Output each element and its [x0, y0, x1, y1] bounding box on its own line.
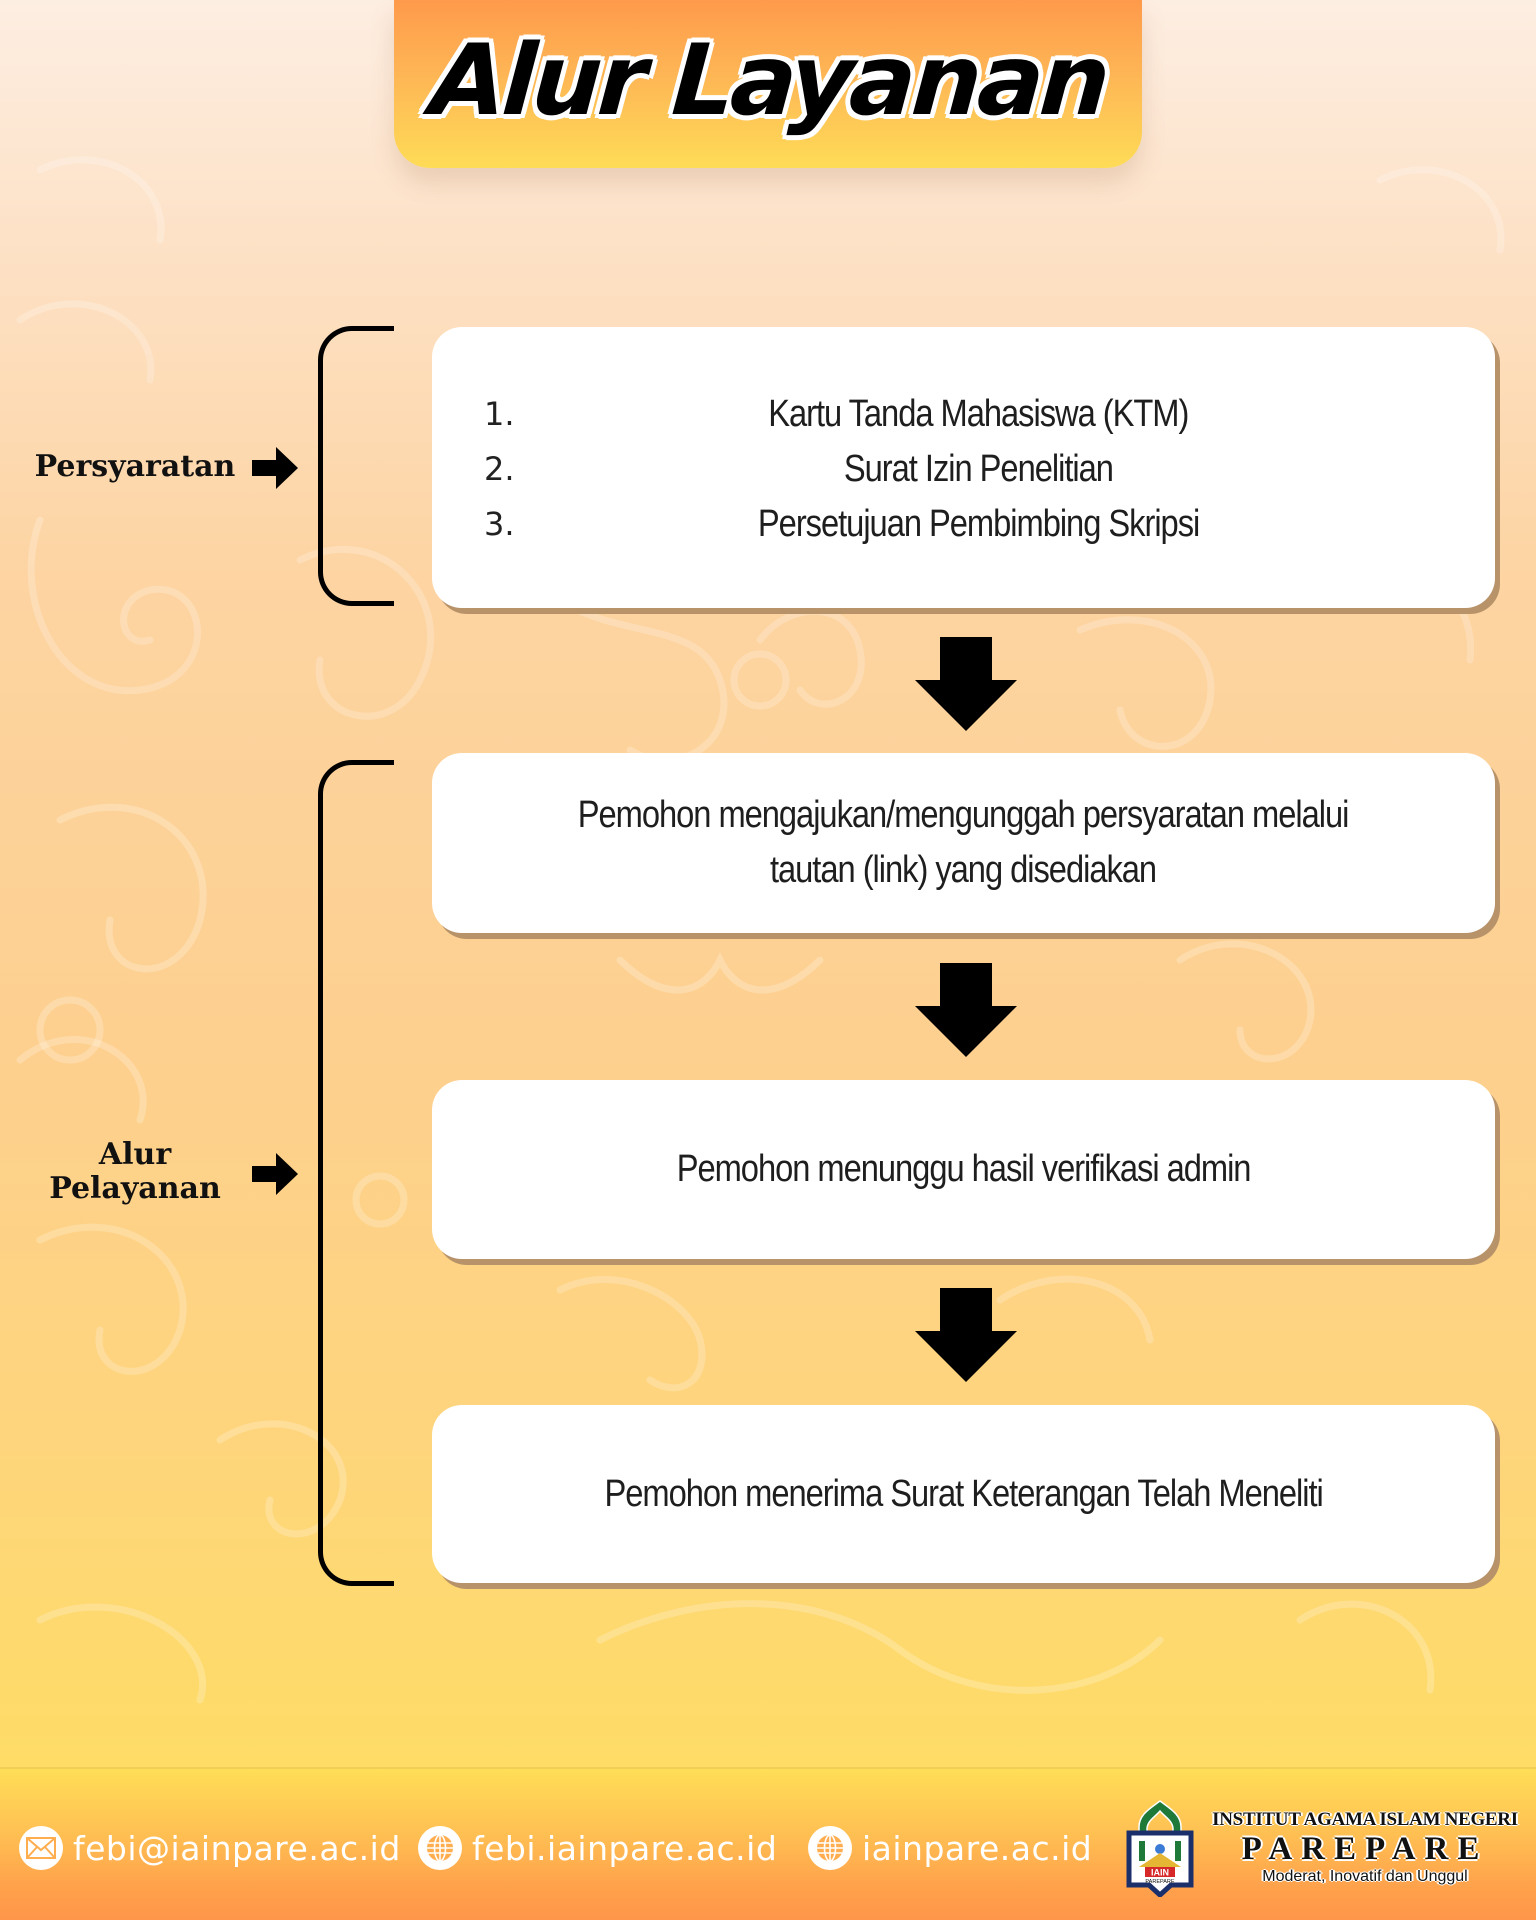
list-item: 2. Surat Izin Penelitian — [432, 442, 1495, 497]
service-flow-label-line2: Pelayanan — [49, 1171, 221, 1206]
down-arrow-icon — [915, 1288, 1017, 1382]
requirements-label: Persyaratan — [34, 449, 236, 484]
flow-step-text: Pemohon mengajukan/mengunggah persyarata… — [578, 788, 1350, 898]
globe-icon — [418, 1826, 462, 1870]
flow-step-card: Pemohon mengajukan/mengunggah persyarata… — [432, 753, 1495, 933]
institution-tagline: Moderat, Inovatif dan Unggul — [1262, 1868, 1468, 1885]
flow-step-text: Pemohon menerima Surat Keterangan Telah … — [604, 1472, 1323, 1515]
right-arrow-icon — [252, 447, 298, 489]
contact-website-text: febi.iainpare.ac.id — [472, 1828, 778, 1868]
flow-step-card: Pemohon menerima Surat Keterangan Telah … — [432, 1405, 1495, 1583]
list-item: 3. Persetujuan Pembimbing Skripsi — [432, 497, 1495, 552]
flow-step-card: Pemohon menunggu hasil verifikasi admin — [432, 1080, 1495, 1259]
footer: febi@iainpare.ac.id febi.iainpare.ac.id — [0, 1767, 1536, 1920]
contact-email[interactable]: febi@iainpare.ac.id — [19, 1825, 401, 1871]
institution-logo: IAIN PAREPARE — [1126, 1800, 1194, 1897]
list-item-number: 2. — [484, 450, 515, 488]
requirements-bracket — [318, 326, 394, 606]
mail-icon — [19, 1826, 63, 1870]
logo-subtext: PAREPARE — [1145, 1879, 1174, 1885]
flow-step-text-line2: tautan (link) yang disediakan — [770, 849, 1157, 891]
page-title: Alur Layanan — [426, 24, 1110, 138]
institution-name: INSTITUT AGAMA ISLAM NEGERI PAREPARE Mod… — [1205, 1809, 1525, 1887]
service-flow-label-line1: Alur — [98, 1137, 172, 1172]
contact-website[interactable]: febi.iainpare.ac.id — [418, 1825, 777, 1871]
globe-icon — [808, 1826, 852, 1870]
institution-name-line1: INSTITUT AGAMA ISLAM NEGERI — [1212, 1809, 1518, 1830]
requirements-list: 1. Kartu Tanda Mahasiswa (KTM) 2. Surat … — [432, 327, 1495, 608]
contact-website[interactable]: iainpare.ac.id — [808, 1825, 1092, 1871]
down-arrow-icon — [915, 637, 1017, 731]
list-item-number: 1. — [484, 395, 515, 433]
contact-email-text: febi@iainpare.ac.id — [73, 1828, 401, 1868]
down-arrow-icon — [915, 963, 1017, 1057]
list-item-text: Persetujuan Pembimbing Skripsi — [757, 503, 1200, 545]
requirements-card: 1. Kartu Tanda Mahasiswa (KTM) 2. Surat … — [432, 327, 1495, 608]
flow-step-text: Pemohon menunggu hasil verifikasi admin — [676, 1148, 1252, 1190]
list-item-text: Surat Izin Penelitian — [844, 448, 1114, 490]
logo-text: IAIN — [1151, 1868, 1169, 1878]
flow-step-text-line1: Pemohon mengajukan/mengunggah persyarata… — [578, 794, 1350, 836]
list-item-text: Kartu Tanda Mahasiswa (KTM) — [768, 393, 1189, 435]
right-arrow-icon — [252, 1153, 298, 1195]
contact-website-text: iainpare.ac.id — [862, 1828, 1093, 1868]
institution-name-line2: PAREPARE — [1241, 1831, 1489, 1867]
service-flow-bracket — [318, 760, 394, 1586]
list-item: 1. Kartu Tanda Mahasiswa (KTM) — [432, 387, 1495, 442]
service-flow-label: Alur Pelayanan — [30, 1138, 240, 1206]
title-banner: Alur Layanan — [394, 0, 1142, 168]
list-item-number: 3. — [484, 505, 515, 543]
